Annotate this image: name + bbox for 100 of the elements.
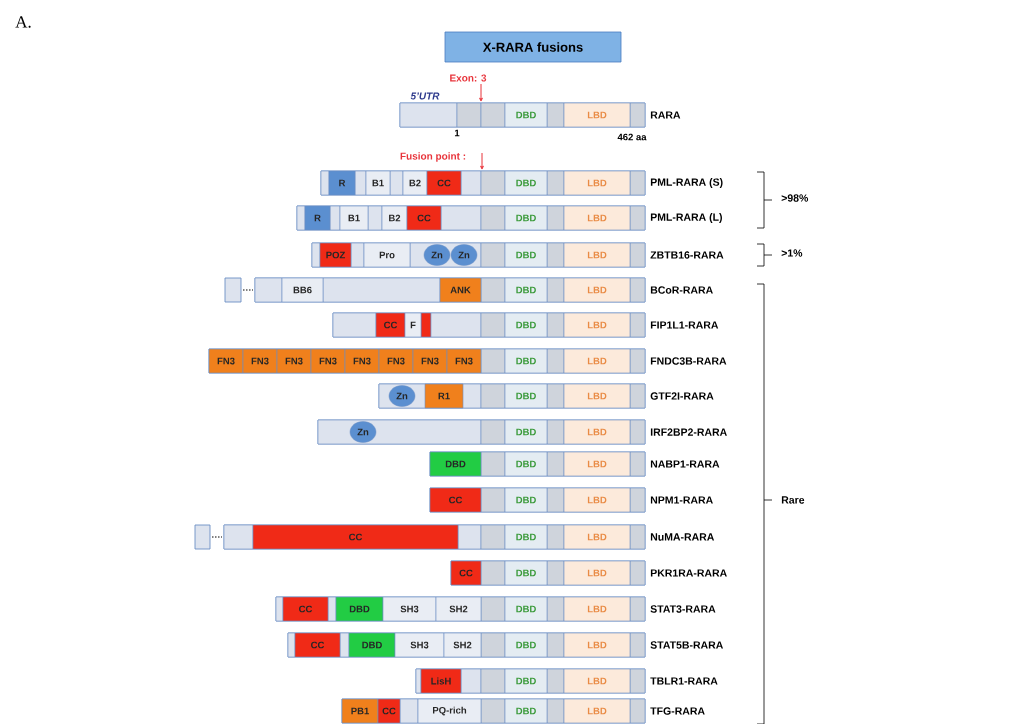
domain-box: DBD: [504, 668, 548, 694]
domain-box: DBD: [348, 632, 396, 658]
domain-box: B1: [365, 170, 391, 196]
domain-box: LBD: [563, 242, 631, 268]
fusion-name: GTF2I-RARA: [650, 392, 714, 400]
fusion-name: FNDC3B-RARA: [650, 357, 727, 365]
annotation-label: Exon: 3: [450, 74, 487, 82]
domain-box: DBD: [504, 632, 548, 658]
frequency-label: >98%: [781, 194, 809, 202]
frequency-label: >1%: [781, 249, 803, 257]
domain-box: DBD: [504, 277, 548, 303]
domain-box: CC: [252, 524, 459, 550]
domain-box: FN3: [310, 348, 346, 374]
domain-box: PQ-rich: [417, 698, 482, 724]
domain-box: LBD: [563, 312, 631, 338]
domain-box: DBD: [504, 524, 548, 550]
fusion-name: NABP1-RARA: [650, 460, 720, 468]
domain-box: FN3: [208, 348, 244, 374]
domain-box: DBD: [335, 596, 384, 622]
domain-box: DBD: [504, 205, 548, 231]
frequency-label: Rare: [781, 496, 805, 504]
domain-box: DBD: [504, 102, 548, 128]
fusion-name: NPM1-RARA: [650, 496, 713, 504]
domain-box: SH2: [435, 596, 482, 622]
domain-box: LBD: [563, 205, 631, 231]
domain-box: LBD: [563, 487, 631, 513]
domain-box: FN3: [378, 348, 414, 374]
domain-box: LBD: [563, 383, 631, 409]
title-box: X-RARA fusions: [444, 31, 622, 63]
fusion-name: STAT3-RARA: [650, 605, 716, 613]
domain-box: FN3: [446, 348, 482, 374]
domain-box: FN3: [242, 348, 278, 374]
domain-box: R: [304, 205, 331, 231]
domain-box: B2: [402, 170, 428, 196]
domain-box: BB6: [281, 277, 324, 303]
domain-box: LBD: [563, 560, 631, 586]
domain-box: CC: [294, 632, 341, 658]
domain-box: DBD: [504, 383, 548, 409]
domain-box: FN3: [344, 348, 380, 374]
domain-box: DBD: [504, 312, 548, 338]
domain-box: DBD: [429, 451, 482, 477]
annotation-label: Fusion point :: [400, 152, 466, 162]
panel-label: A.: [15, 16, 31, 28]
fusion-name: PML-RARA (L): [650, 213, 722, 223]
domain-box: DBD: [504, 487, 548, 513]
domain-box: R: [328, 170, 356, 196]
domain-box: SH3: [382, 596, 437, 622]
domain-box: LBD: [563, 170, 631, 196]
fusion-name: ZBTB16-RARA: [650, 251, 724, 259]
domain-box: DBD: [504, 451, 548, 477]
domain-box: CC: [375, 312, 406, 338]
domain-box: CC: [429, 487, 482, 513]
domain-box: DBD: [504, 698, 548, 724]
fusion-name: IRF2BP2-RARA: [650, 428, 727, 436]
domain-box: DBD: [504, 242, 548, 268]
domain-box: LBD: [563, 451, 631, 477]
domain-box: FN3: [412, 348, 448, 374]
domain-box: CC: [450, 560, 482, 586]
domain-box: DBD: [504, 560, 548, 586]
domain-box: PB1: [341, 698, 379, 724]
domain-box: B1: [339, 205, 369, 231]
domain-box: DBD: [504, 419, 548, 445]
fusion-name: NuMA-RARA: [650, 533, 715, 541]
domain-box: LBD: [563, 348, 631, 374]
domain-box: DBD: [504, 596, 548, 622]
domain-box: SH3: [394, 632, 445, 658]
fusion-name: TBLR1-RARA: [650, 677, 718, 685]
domain-box: DBD: [504, 170, 548, 196]
fusion-name: TFG-RARA: [650, 707, 705, 715]
domain-box: SH2: [443, 632, 482, 658]
domain-box: R1: [424, 383, 464, 409]
domain-box: LBD: [563, 596, 631, 622]
domain-box: LBD: [563, 668, 631, 694]
fusion-name: PKR1RA-RARA: [650, 569, 727, 577]
fusion-name: PML-RARA (S): [650, 178, 723, 188]
position-number: 462 aa: [617, 133, 647, 141]
domain-box: CC: [406, 205, 442, 231]
domain-box: B2: [381, 205, 408, 231]
domain-box: CC: [426, 170, 462, 196]
domain-box: DBD: [504, 348, 548, 374]
domain-box: CC: [282, 596, 329, 622]
domain-box: LBD: [563, 102, 631, 128]
position-number: 1: [454, 129, 460, 137]
domain-box: LisH: [420, 668, 462, 694]
domain-box: LBD: [563, 698, 631, 724]
fusion-name: RARA: [650, 111, 681, 119]
domain-box: LBD: [563, 524, 631, 550]
domain-box: Pro: [363, 242, 411, 268]
fusion-name: FIP1L1-RARA: [650, 321, 719, 329]
domain-box: ANK: [439, 277, 482, 303]
domain-box: F: [404, 312, 422, 338]
domain-box: CC: [377, 698, 401, 724]
annotation-label: 5’UTR: [410, 92, 440, 100]
fusion-name: BCoR-RARA: [650, 286, 713, 294]
fusion-name: STAT5B-RARA: [650, 641, 723, 649]
domain-box: LBD: [563, 277, 631, 303]
domain-box: FN3: [276, 348, 312, 374]
domain-box: POZ: [319, 242, 352, 268]
domain-box: LBD: [563, 419, 631, 445]
domain-box: LBD: [563, 632, 631, 658]
